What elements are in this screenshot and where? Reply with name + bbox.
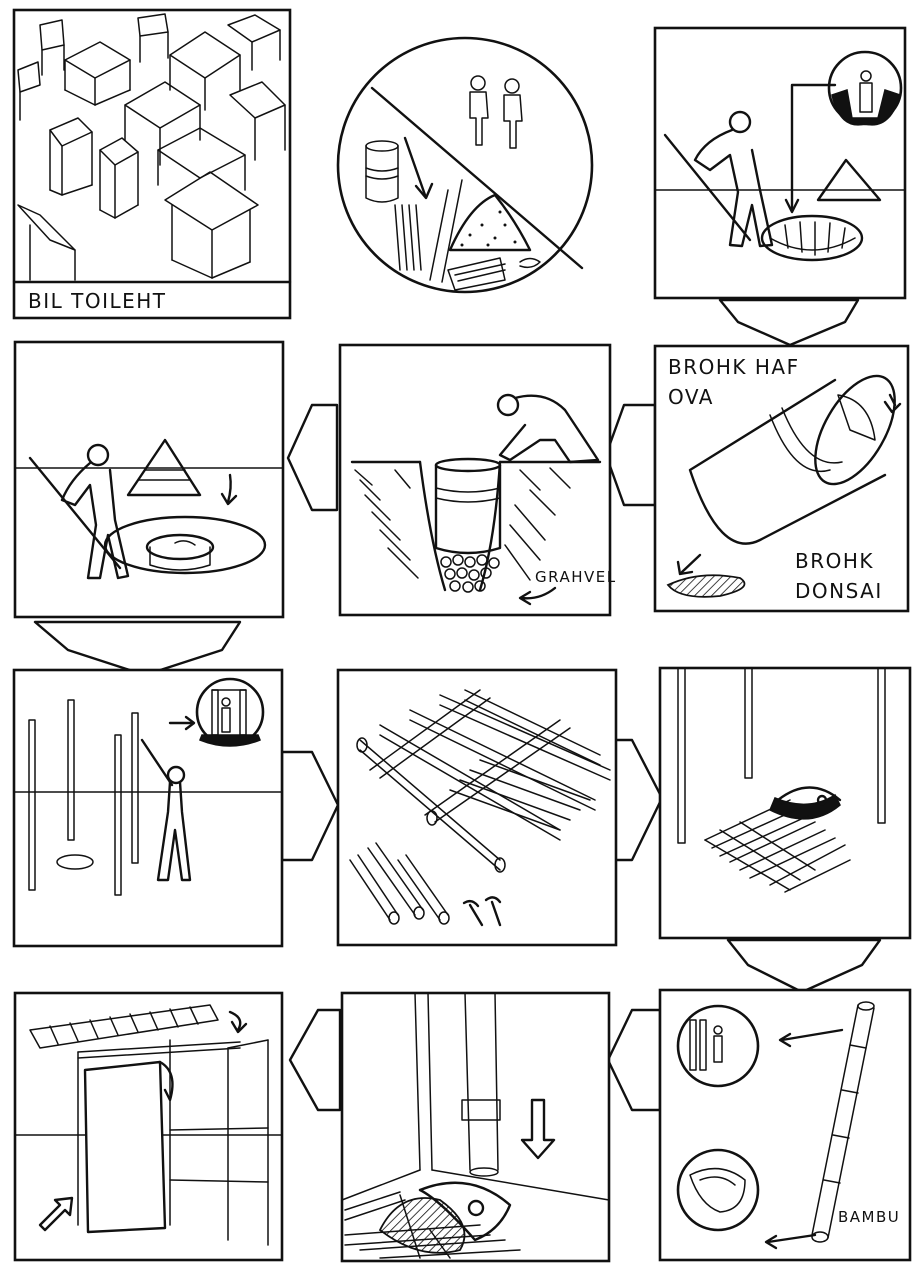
flow-arrow-down-2 [35,622,240,675]
panel-bamboo-platform [338,670,616,945]
label-brohk-donsai-1: BROHK [795,549,874,573]
flow-arrow-right-2 [612,740,662,860]
panel-village: BIL TOILEHT [14,10,290,318]
panel-drum-in-pit: GRAHVEL [340,345,617,615]
flow-arrow-right-1 [282,752,338,860]
label-grahvel: GRAHVEL [535,568,617,586]
panel-materials-circle [338,38,592,292]
label-brohk-haf-2: OVA [668,385,714,409]
flow-arrow-left-4 [290,1010,340,1110]
wall-sheet [85,1062,172,1232]
inset-pipe-opening [678,1150,758,1230]
panel-setting-poles [14,670,282,946]
panel-digging [655,28,905,298]
flow-arrow-left-2 [288,405,337,510]
caption-bil-toileht: BIL TOILEHT [28,289,167,313]
panel-drum-cutting: BROHK HAF OVA BROHK DONSAI [655,346,911,611]
flow-arrow-down-1 [720,300,858,345]
flow-arrow-left-3 [608,1010,660,1110]
panel-insert-pipe [342,993,609,1261]
flow-arrow-down-3 [728,940,880,992]
label-bambu: BAMBU [838,1208,900,1226]
panel-platform-over-pit [660,668,910,938]
label-brohk-haf-1: BROHK HAF [668,355,800,379]
panel-bamboo-vent: BAMBU [660,990,910,1260]
flow-arrow-left-1 [606,405,655,505]
label-brohk-donsai-2: DONSAI [795,579,883,603]
panel-walls-roof [15,993,282,1260]
panel-backfilling [15,342,283,617]
